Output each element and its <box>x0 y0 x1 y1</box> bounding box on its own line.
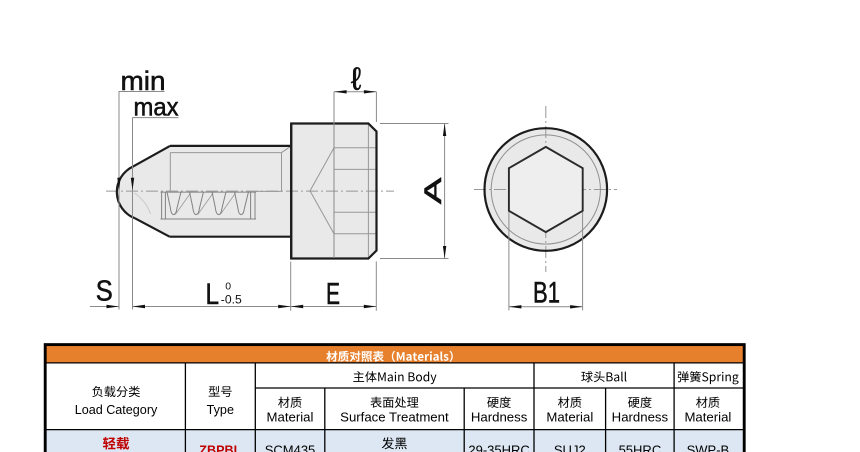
svg-text:ℓ: ℓ <box>351 61 361 97</box>
svg-text:29-35HRC: 29-35HRC <box>468 442 529 452</box>
svg-text:max: max <box>134 93 179 121</box>
svg-text:Hardness: Hardness <box>471 410 528 425</box>
svg-text:55HRC: 55HRC <box>619 442 662 452</box>
svg-text:Material: Material <box>684 410 731 425</box>
svg-text:A: A <box>420 178 447 205</box>
svg-text:Material: Material <box>267 410 314 425</box>
svg-text:L: L <box>206 278 220 311</box>
svg-text:B1: B1 <box>533 277 560 310</box>
svg-text:S: S <box>96 275 113 307</box>
svg-text:SUJ2: SUJ2 <box>554 442 586 452</box>
svg-text:Material: Material <box>546 410 593 425</box>
svg-text:SCM435: SCM435 <box>265 442 316 452</box>
svg-text:Hardness: Hardness <box>612 410 669 425</box>
svg-text:-0.5: -0.5 <box>221 295 242 307</box>
svg-text:Load Category: Load Category <box>75 403 158 417</box>
svg-text:SWP-B: SWP-B <box>687 442 730 452</box>
svg-text:Surface Treatment: Surface Treatment <box>340 410 449 425</box>
svg-text:min: min <box>121 66 166 96</box>
svg-text:0: 0 <box>225 281 231 293</box>
svg-text:Type: Type <box>207 403 234 417</box>
svg-text:ZBPBL: ZBPBL <box>199 443 241 452</box>
svg-text:E: E <box>326 277 340 311</box>
